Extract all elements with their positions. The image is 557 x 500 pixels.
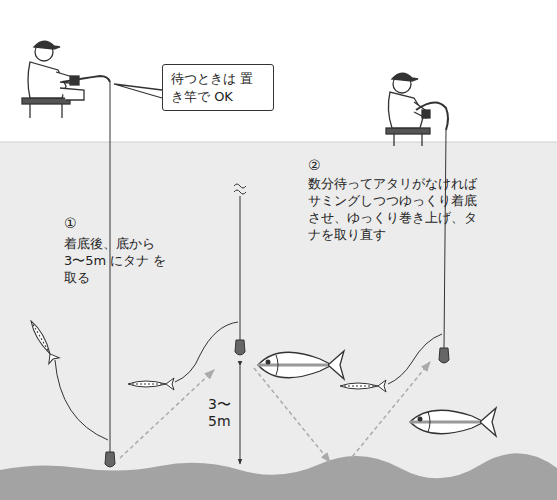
dimension-line <box>240 366 241 464</box>
movement-arrow <box>348 362 430 462</box>
note-text: 数分待ってアタリがなければ サミングしつつゆっくり着底 させ、ゆっくり巻き上げ、… <box>308 176 492 244</box>
leader <box>175 322 238 382</box>
movement-arrow <box>120 370 214 458</box>
bait-fish <box>128 378 174 390</box>
bait-fish <box>340 380 386 392</box>
movement-arrow <box>254 368 330 462</box>
leader <box>388 334 442 384</box>
dimension-label: 3〜 5m <box>208 396 236 430</box>
callout-pointer <box>114 84 162 98</box>
callout-number: ② <box>308 156 332 174</box>
leader <box>55 360 108 440</box>
sinker <box>235 340 245 355</box>
water <box>0 142 557 500</box>
jack-fish <box>410 408 496 436</box>
callout-number: ① <box>64 214 88 232</box>
sinker <box>439 348 449 363</box>
callout-box: 待つときは 置き竿で OK <box>162 64 274 111</box>
angler-left <box>22 41 110 118</box>
sinker <box>105 452 115 467</box>
callout-text: 待つときは 置き竿で OK <box>171 70 265 105</box>
bait-fish <box>26 318 59 364</box>
seabed <box>0 453 557 500</box>
angler-right <box>386 73 448 146</box>
note-text: 着底後、底から 3〜5m にタナ を取る <box>64 236 168 287</box>
fishing-line <box>444 130 446 348</box>
jack-fish <box>258 351 344 379</box>
fishing-line <box>240 196 241 340</box>
